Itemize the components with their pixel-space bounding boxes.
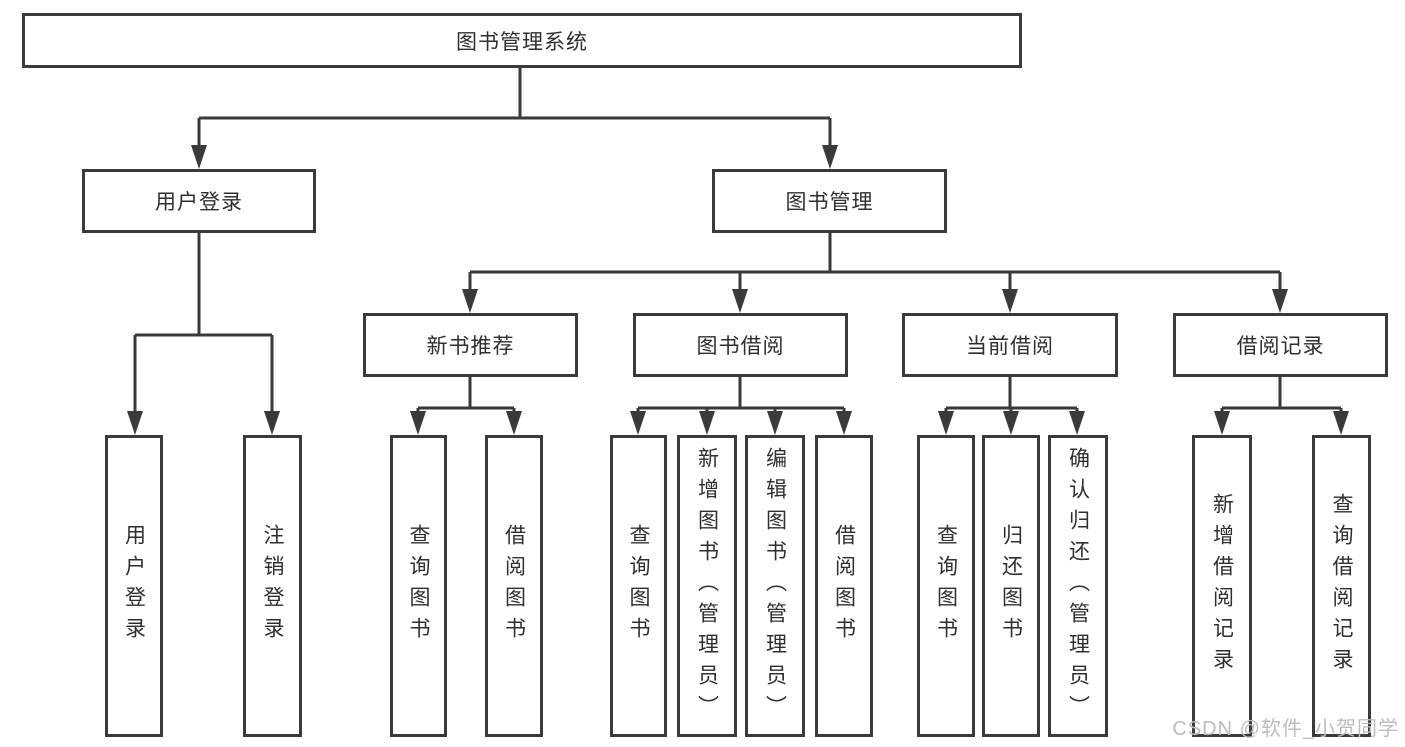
node-borrowing-records: 借阅记录 bbox=[1173, 313, 1388, 377]
leaf-edit-books-admin: 编辑图书（管理员） bbox=[745, 435, 805, 737]
leaf-borrow-books: 借阅图书 bbox=[815, 435, 873, 737]
node-label: 图书管理 bbox=[785, 191, 874, 214]
leaf-query-books: 查询图书 bbox=[390, 435, 447, 737]
leaf-return-books: 归还图书 bbox=[982, 435, 1040, 737]
arrow-down-icons bbox=[127, 145, 1349, 435]
leaf-label: 新增借阅记录 bbox=[1210, 493, 1234, 679]
node-label: 图书借阅 bbox=[696, 335, 785, 358]
node-label: 新书推荐 bbox=[426, 335, 515, 358]
leaf-label: 查询图书 bbox=[934, 524, 958, 648]
leaf-logout: 注销登录 bbox=[243, 435, 302, 737]
node-book-management-module: 图书管理 bbox=[712, 169, 947, 233]
node-label: 当前借阅 bbox=[966, 335, 1054, 358]
node-root-label: 图书管理系统 bbox=[456, 30, 588, 54]
leaf-label: 借阅图书 bbox=[832, 524, 856, 648]
node-root-system: 图书管理系统 bbox=[22, 13, 1022, 68]
leaf-label: 用户登录 bbox=[122, 524, 146, 648]
node-label: 用户登录 bbox=[155, 191, 243, 214]
node-label: 借阅记录 bbox=[1236, 335, 1325, 358]
leaf-label: 编辑图书（管理员） bbox=[763, 446, 787, 726]
leaf-label: 查询图书 bbox=[407, 524, 430, 648]
leaf-label: 查询借阅记录 bbox=[1330, 493, 1353, 679]
leaf-label: 归还图书 bbox=[999, 524, 1023, 648]
leaf-label: 确认归还（管理员） bbox=[1066, 446, 1090, 726]
leaf-add-borrow-record: 新增借阅记录 bbox=[1192, 435, 1252, 737]
leaf-add-books-admin: 新增图书（管理员） bbox=[677, 435, 737, 737]
leaf-query-books: 查询图书 bbox=[610, 435, 667, 737]
leaf-query-borrow-record: 查询借阅记录 bbox=[1312, 435, 1371, 737]
node-book-borrowing: 图书借阅 bbox=[633, 313, 848, 377]
csdn-watermark: CSDN @软件_小贺同学 bbox=[1172, 718, 1399, 740]
leaf-label: 借阅图书 bbox=[502, 524, 526, 648]
leaf-label: 新增图书（管理员） bbox=[695, 446, 719, 726]
leaf-label: 查询图书 bbox=[627, 524, 650, 648]
leaf-user-login: 用户登录 bbox=[105, 435, 163, 737]
leaf-query-books: 查询图书 bbox=[917, 435, 975, 737]
leaf-borrow-books: 借阅图书 bbox=[485, 435, 543, 737]
leaf-confirm-return-admin: 确认归还（管理员） bbox=[1048, 435, 1108, 737]
node-user-login-module: 用户登录 bbox=[82, 169, 316, 233]
leaf-label: 注销登录 bbox=[261, 524, 284, 648]
node-new-book-recommendation: 新书推荐 bbox=[363, 313, 578, 377]
node-current-borrowing: 当前借阅 bbox=[902, 313, 1118, 377]
